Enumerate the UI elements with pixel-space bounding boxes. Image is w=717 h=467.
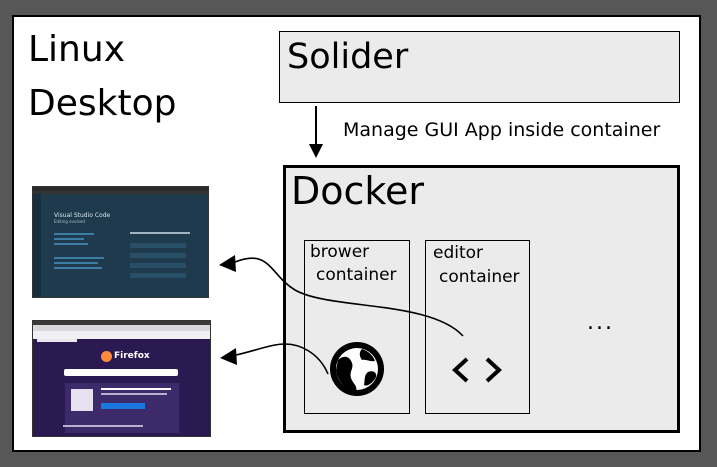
- editor-container-box: [425, 240, 530, 414]
- editor-container-line1: editor: [433, 243, 484, 263]
- solider-label: Solider: [287, 37, 409, 77]
- editor-container-line2: container: [439, 267, 520, 287]
- firefox-thumbnail: Firefox: [32, 320, 211, 437]
- browser-container-line2: container: [316, 265, 397, 285]
- more-containers: ...: [587, 310, 614, 335]
- browser-to-firefox-arrow: [235, 343, 329, 375]
- globe-icon: [330, 342, 384, 396]
- editor-to-vscode-arrow: [234, 257, 464, 337]
- manage-label: Manage GUI App inside container: [343, 119, 661, 141]
- vscode-thumbnail: Visual Studio Code Editing evolved: [32, 186, 209, 298]
- browser-container-box: [304, 240, 410, 414]
- firefox-title: Firefox: [114, 351, 150, 361]
- docker-label: Docker: [291, 169, 425, 213]
- desktop-title-line1: Linux: [28, 29, 125, 70]
- vscode-subtitle: Editing evolved: [54, 219, 85, 224]
- solider-box: [279, 31, 680, 103]
- vscode-title: Visual Studio Code: [54, 212, 111, 219]
- browser-container-line1: brower: [310, 242, 370, 262]
- desktop-title-line2: Desktop: [28, 83, 177, 124]
- code-icon: [452, 357, 502, 383]
